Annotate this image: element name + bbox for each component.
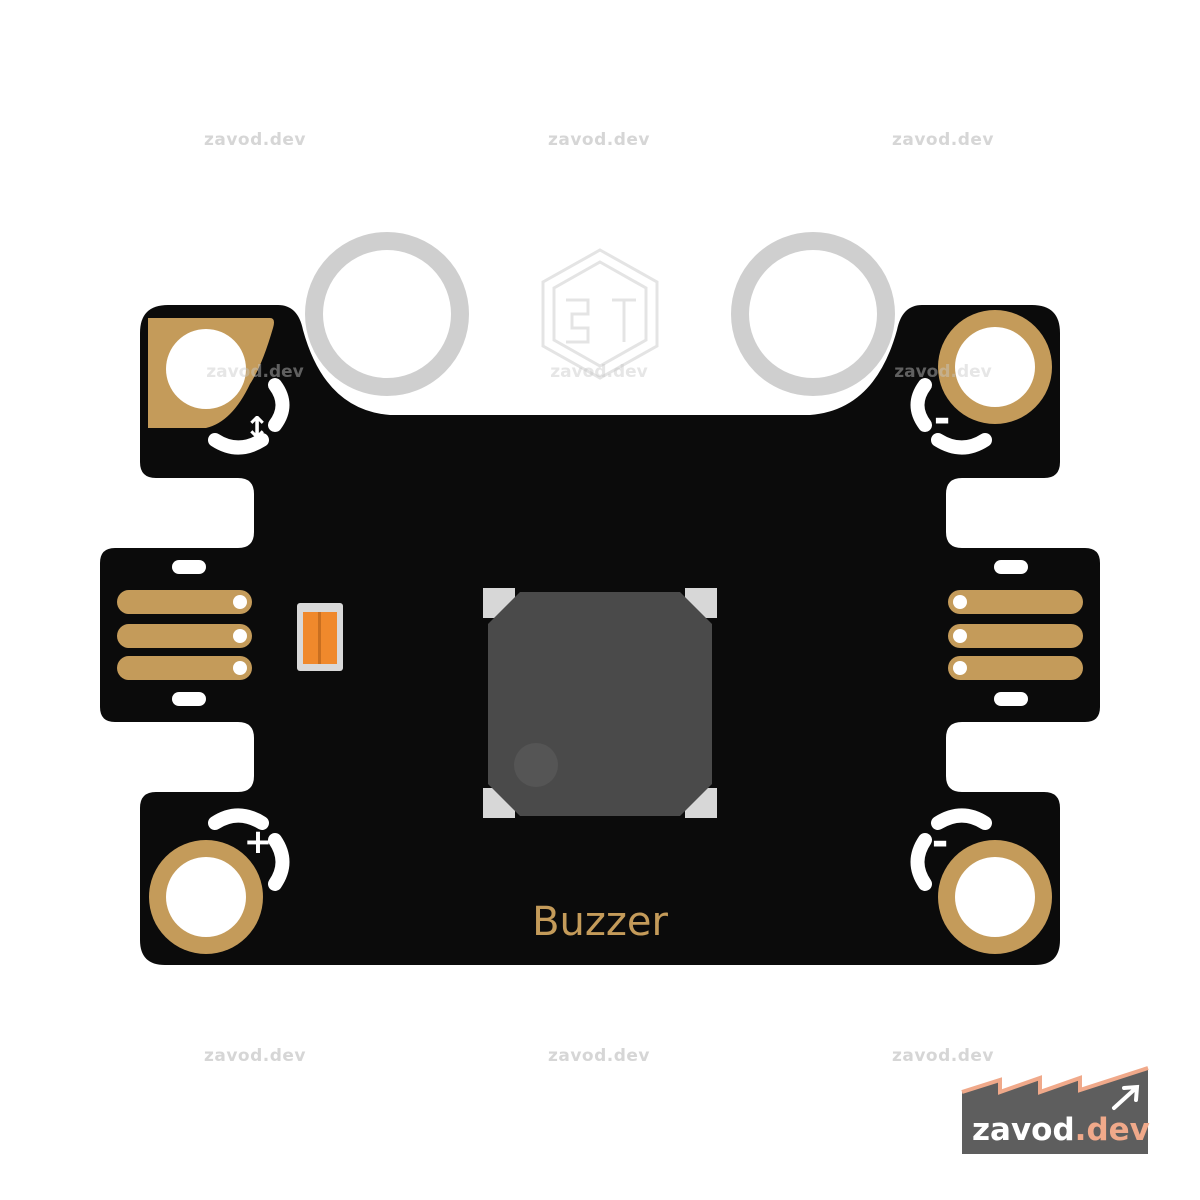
silkscreen-brackets <box>208 378 992 891</box>
smd-led <box>297 603 343 671</box>
mount-ring-right <box>731 232 895 396</box>
svg-text:zavod.dev: zavod.dev <box>206 362 304 382</box>
pin-mark-top-right: - <box>934 396 951 442</box>
watermark-top-left: zavod.dev <box>203 130 307 150</box>
brand-hex-mark <box>541 248 659 380</box>
mount-hole-top-right <box>955 327 1035 407</box>
svg-text:zavod.dev: zavod.dev <box>894 362 992 382</box>
edge-connector-left <box>117 590 252 680</box>
mount-hole-bottom-left <box>166 857 246 937</box>
watermark-top-right: zavod.dev <box>891 130 995 150</box>
board-label: Buzzer <box>532 899 668 945</box>
arrow-icon <box>1112 1084 1140 1110</box>
mount-hole-bottom-right <box>955 857 1035 937</box>
edge-connector-right <box>948 590 1083 680</box>
pin-mark-bottom-right: - <box>932 819 949 865</box>
logo-name: zavod <box>972 1112 1075 1148</box>
mount-ring-left <box>305 232 469 396</box>
zavod-logo-text: zavod.dev <box>972 1112 1150 1148</box>
logo-suffix: .dev <box>1074 1112 1150 1148</box>
watermark-top-center: zavod.dev <box>547 130 651 150</box>
watermark-bottom-left: zavod.dev <box>203 1046 307 1066</box>
pin-mark-top-left: ↕ <box>244 411 269 446</box>
watermark-bottom-center: zavod.dev <box>547 1046 651 1066</box>
watermark-overlays: zavod.dev zavod.dev zavod.dev <box>206 362 992 382</box>
mount-hole-top-left <box>166 329 246 409</box>
pin-mark-bottom-left: + <box>244 822 273 862</box>
buzzer-component <box>483 588 717 818</box>
svg-text:zavod.dev: zavod.dev <box>550 362 648 382</box>
zavod-logo-graphic <box>961 1066 1149 1154</box>
oval-slots <box>172 560 1028 706</box>
watermark-bottom-right: zavod.dev <box>891 1046 995 1066</box>
